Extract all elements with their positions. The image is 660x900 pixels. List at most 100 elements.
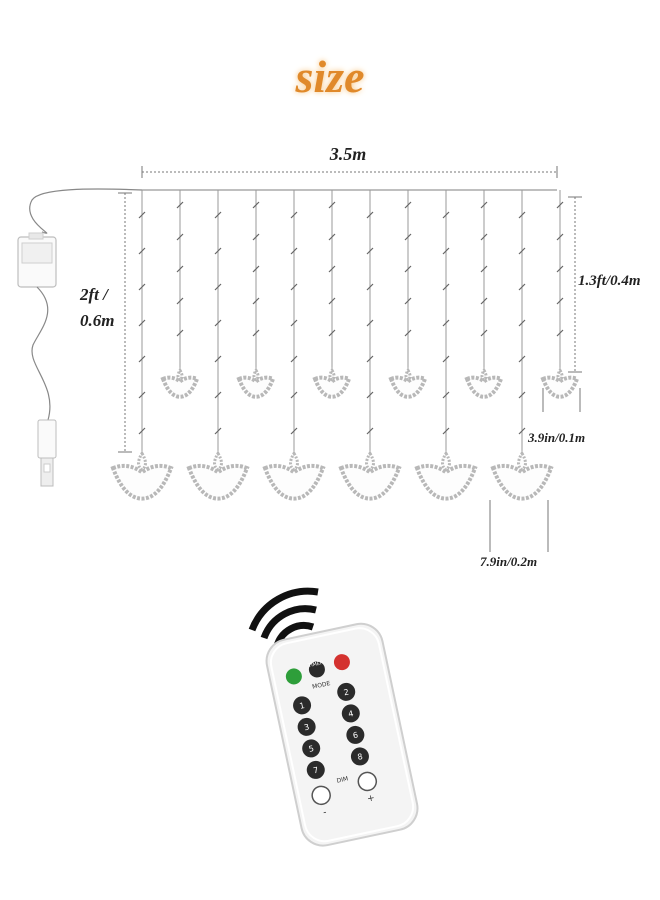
diya-lamp-icon	[262, 450, 326, 501]
mode-label: MODE	[312, 680, 332, 691]
battery-box-icon	[17, 232, 57, 288]
led-bulb	[138, 247, 146, 255]
led-bulb	[480, 297, 488, 305]
led-bulb	[328, 265, 336, 273]
led-bulb	[442, 247, 450, 255]
led-bulb	[556, 265, 564, 273]
led-bulb	[518, 211, 526, 219]
led-bulb	[214, 391, 222, 399]
led-bulb	[138, 319, 146, 327]
led-bulb	[404, 329, 412, 337]
led-bulb	[328, 233, 336, 241]
minus-label: -	[322, 808, 327, 818]
led-bulb	[404, 201, 412, 209]
led-bulb	[176, 233, 184, 241]
led-bulb	[214, 283, 222, 291]
number-key-label: 4	[347, 709, 354, 719]
led-bulb	[290, 355, 298, 363]
led-bulb	[366, 427, 374, 435]
curtain-light-diagram: 3.5m 2ft / 0.6m 1.3ft/0.4m 3.9in/0.1m	[17, 144, 641, 569]
diya-lamp-icon	[414, 450, 478, 501]
led-bulb	[442, 211, 450, 219]
led-bulb	[480, 265, 488, 273]
led-bulb	[138, 211, 146, 219]
number-key-8[interactable]	[349, 746, 370, 767]
number-key-2[interactable]	[336, 681, 357, 702]
led-bulb	[404, 233, 412, 241]
led-bulb	[252, 233, 260, 241]
diya-lamp-icon	[464, 367, 504, 399]
width-dimension	[141, 166, 558, 178]
led-bulb	[138, 355, 146, 363]
number-key-label: 7	[312, 765, 319, 775]
led-bulb	[176, 201, 184, 209]
led-bulb	[480, 201, 488, 209]
number-key-3[interactable]	[296, 716, 317, 737]
led-bulb	[518, 247, 526, 255]
led-bulb	[366, 211, 374, 219]
dim-label: DIM	[336, 775, 349, 784]
led-bulb	[176, 297, 184, 305]
led-bulb	[366, 391, 374, 399]
led-bulb	[214, 211, 222, 219]
number-key-5[interactable]	[301, 738, 322, 759]
number-key-label: 1	[299, 701, 306, 711]
led-bulb	[328, 201, 336, 209]
page-title: size	[295, 51, 365, 102]
led-bulb	[556, 233, 564, 241]
led-bulb	[214, 355, 222, 363]
diya-lamp-icon	[186, 450, 250, 501]
led-bulb	[138, 391, 146, 399]
diya-lamp-icon	[540, 367, 580, 399]
off-button[interactable]	[332, 653, 351, 672]
led-bulb	[480, 329, 488, 337]
led-bulb	[404, 297, 412, 305]
number-key-1[interactable]	[291, 695, 312, 716]
led-bulb	[290, 427, 298, 435]
led-bulb	[556, 297, 564, 305]
led-bulb	[518, 427, 526, 435]
on-button[interactable]	[284, 667, 303, 686]
diya-lamp-icon	[236, 367, 276, 399]
usb-plug-icon	[37, 419, 57, 487]
number-key-6[interactable]	[345, 724, 366, 745]
number-key-7[interactable]	[305, 759, 326, 780]
led-bulb	[556, 329, 564, 337]
led-bulb	[176, 329, 184, 337]
diya-lamp-icon	[110, 450, 174, 501]
led-bulb	[442, 283, 450, 291]
led-bulb	[518, 355, 526, 363]
led-bulb	[290, 283, 298, 291]
power-cord	[29, 188, 143, 234]
timer-button[interactable]	[307, 660, 326, 679]
led-bulb	[138, 427, 146, 435]
dim-up-button[interactable]	[357, 771, 378, 792]
number-key-label: 8	[357, 752, 364, 762]
led-bulb	[442, 319, 450, 327]
led-bulb	[252, 201, 260, 209]
led-bulb	[480, 233, 488, 241]
dim-down-button[interactable]	[310, 785, 331, 806]
small-lamp-dimension	[542, 388, 581, 412]
led-bulb	[290, 391, 298, 399]
light-strands	[110, 190, 580, 501]
number-key-4[interactable]	[340, 703, 361, 724]
diya-lamp-icon	[312, 367, 352, 399]
diya-lamp-icon	[490, 450, 554, 501]
number-key-label: 3	[303, 722, 310, 732]
led-bulb	[214, 427, 222, 435]
led-bulb	[252, 297, 260, 305]
led-bulb	[252, 265, 260, 273]
led-bulb	[252, 329, 260, 337]
led-bulb	[366, 283, 374, 291]
led-bulb	[290, 247, 298, 255]
usb-cord	[31, 286, 51, 421]
number-key-label: 2	[343, 687, 350, 697]
led-bulb	[328, 329, 336, 337]
long-drop-label-2: 0.6m	[80, 311, 114, 330]
led-bulb	[290, 319, 298, 327]
width-label: 3.5m	[329, 144, 367, 164]
led-bulb	[556, 201, 564, 209]
